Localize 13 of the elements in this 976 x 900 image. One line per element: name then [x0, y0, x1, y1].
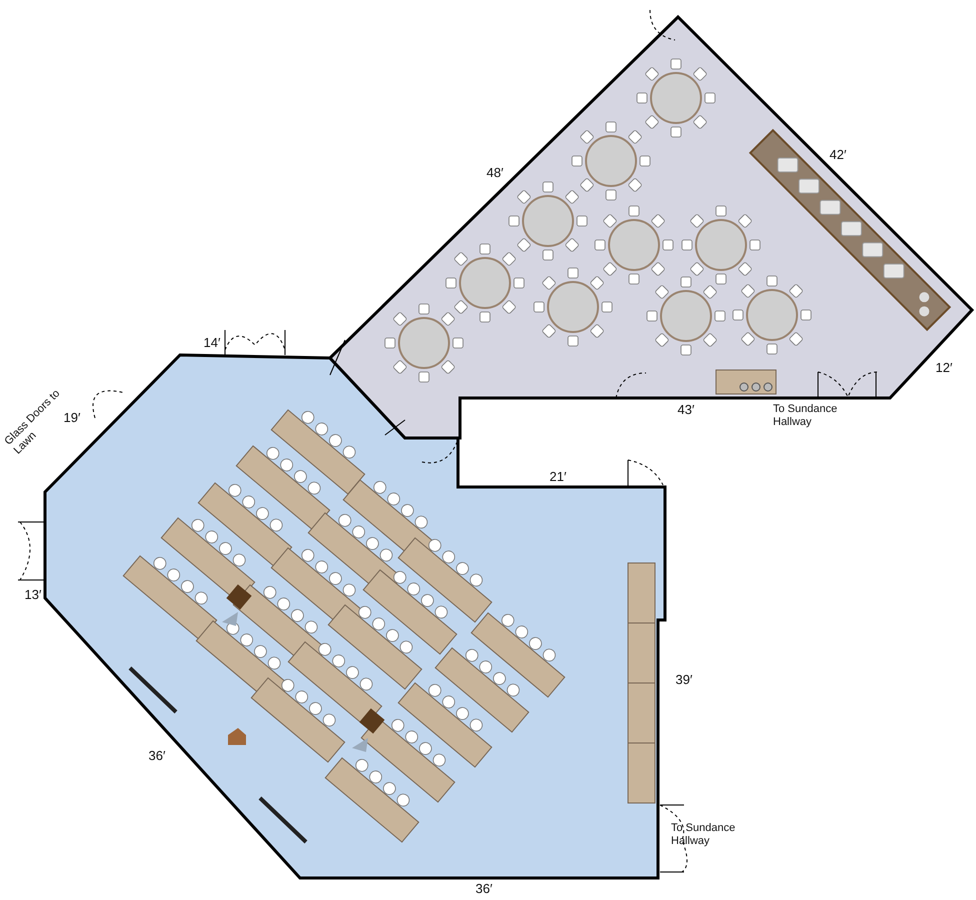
door-label: To Sundance Hallway — [773, 402, 838, 430]
dimension-label: 39′ — [676, 672, 692, 688]
dimension-label: 19′ — [64, 410, 80, 426]
dimension-label: 43′ — [678, 402, 694, 418]
dimension-label: 12′ — [936, 360, 952, 376]
dimension-label: 36′ — [148, 748, 166, 764]
dimension-label: 48′ — [486, 165, 504, 181]
dimension-label: 36′ — [476, 881, 492, 897]
dimension-label: 14′ — [204, 335, 220, 351]
door-label: To Sundance Hallway — [671, 822, 736, 848]
dimension-label: 21′ — [550, 469, 566, 485]
dimension-label: 42′ — [830, 147, 846, 163]
dimension-label: 13′ — [24, 587, 42, 603]
